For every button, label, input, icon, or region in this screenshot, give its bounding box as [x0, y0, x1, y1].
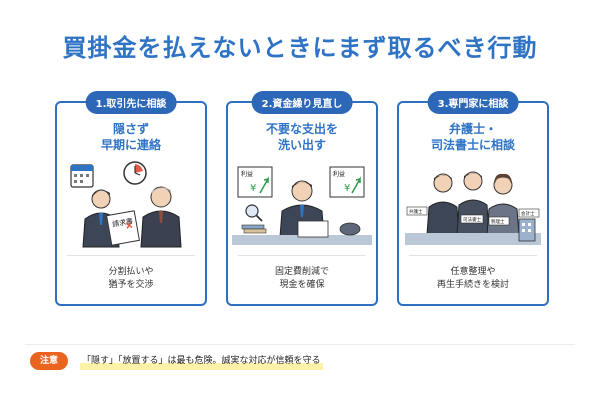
person-scrivener — [456, 171, 490, 236]
tag-label: 会計士 — [521, 210, 535, 217]
card-heading-line: 早期に連絡 — [100, 138, 161, 152]
card-heading-line: 洗い出す — [277, 138, 326, 152]
document-icon — [297, 220, 329, 238]
person-accountant — [486, 173, 520, 236]
person-right — [140, 186, 182, 248]
desk — [405, 233, 541, 245]
card-description-line: 固定費削減で — [274, 267, 329, 277]
card-heading-line: 弁護士・ — [448, 122, 497, 136]
note-text: 「隠す」「放置する」は最も危険。誠実な対応が信頼を守る — [80, 352, 323, 370]
building-icon — [518, 218, 536, 242]
board-label: 利益 — [333, 170, 345, 178]
card-badge: 2.資金繰り見直し — [251, 91, 353, 114]
desk — [232, 235, 372, 245]
card-description: 固定費削減で 現金を確保 — [228, 266, 376, 292]
card-heading: 弁護士・ 司法書士に相談 — [399, 121, 547, 153]
meeting-illustration: 請求書 — [70, 161, 182, 248]
card-heading-line: 隠さず — [112, 122, 149, 136]
card-heading: 不要な支出を 洗い出す — [228, 121, 376, 153]
name-tags: 弁護士 司法書士 税理士 会計士 — [406, 206, 540, 226]
tag-label: 弁護士 — [409, 208, 423, 215]
card-heading-line: 司法書士に相談 — [430, 138, 515, 152]
calendar-icon — [70, 164, 94, 188]
note-badge: 注意 — [30, 352, 68, 370]
budget-review-illustration: 利益 ¥ 利益 ¥ — [232, 166, 372, 245]
profit-board-left: 利益 ¥ — [237, 166, 273, 198]
document-icon: 請求書 — [106, 210, 140, 246]
card-divider — [238, 255, 366, 256]
card-description-line: 任意整理や — [450, 267, 496, 277]
paper-stack-icon — [241, 224, 267, 234]
board-label: 利益 — [241, 170, 253, 178]
card-badge: 3.専門家に相談 — [427, 91, 519, 114]
card-badge: 1.取引先に相談 — [85, 91, 177, 114]
tag-label: 司法書士 — [463, 216, 481, 223]
experts-illustration: 弁護士 司法書士 税理士 会計士 — [405, 171, 541, 245]
card-description-line: 再生手続きを検討 — [436, 280, 509, 290]
card-consult-expert: 3.専門家に相談 弁護士・ 司法書士に相談 弁護士 司法書士 税理士 — [397, 91, 549, 306]
card-divider — [409, 255, 537, 256]
card-description: 分割払いや 猶予を交渉 — [57, 266, 205, 292]
card-description-line: 現金を確保 — [279, 280, 325, 290]
card-description-line: 猶予を交渉 — [108, 280, 154, 290]
profit-board-right: 利益 ¥ — [329, 166, 365, 198]
card-divider — [67, 255, 195, 256]
card-heading-line: 不要な支出を — [265, 122, 338, 136]
card-cashflow-review: 2.資金繰り見直し 不要な支出を 洗い出す 利益 ¥ 利益 ¥ — [226, 91, 378, 306]
tag-label: 税理士 — [491, 218, 505, 225]
card-description-line: 分割払いや — [108, 267, 154, 277]
card-description: 任意整理や 再生手続きを検討 — [399, 266, 547, 292]
clock-icon — [123, 161, 147, 185]
magnifier-icon — [245, 204, 263, 222]
page-title: 買掛金を払えないときにまず取るべき行動 — [62, 34, 538, 62]
card-heading: 隠さず 早期に連絡 — [57, 121, 205, 153]
yen-icon: ¥ — [344, 183, 350, 194]
footer-divider — [25, 344, 575, 345]
person-lawyer — [426, 173, 460, 236]
wallet-icon — [339, 222, 361, 236]
yen-icon: ¥ — [250, 183, 256, 194]
card-contact-supplier: 1.取引先に相談 隠さず 早期に連絡 請求書 — [55, 91, 207, 306]
